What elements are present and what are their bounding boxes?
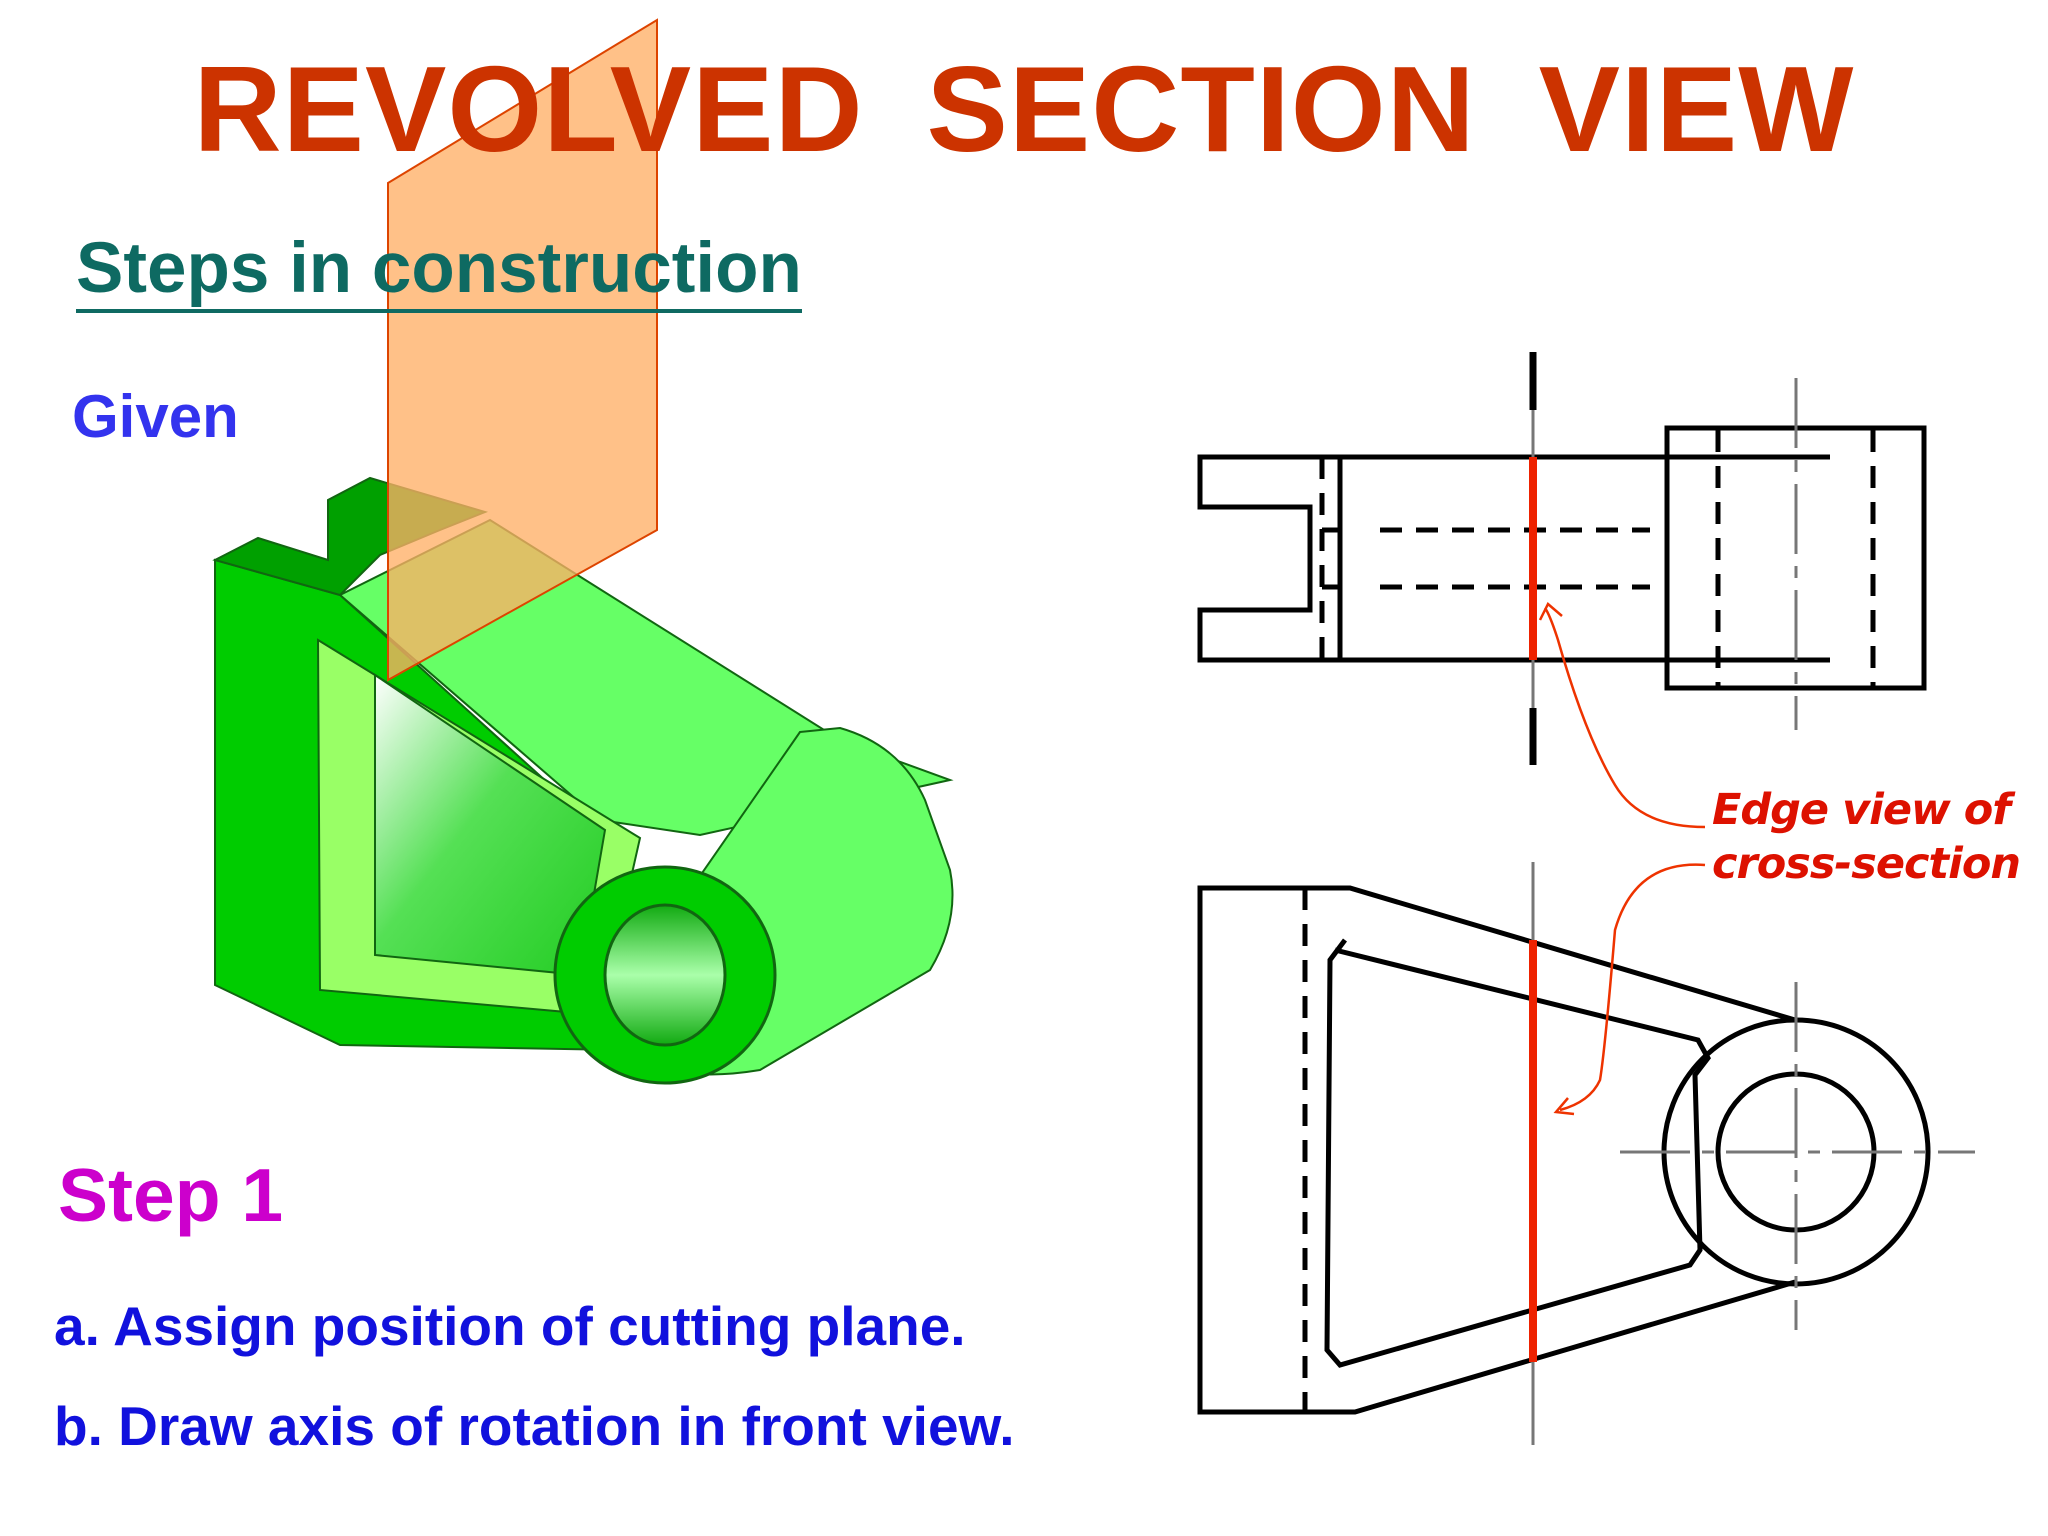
step-item-b: b. Draw axis of rotation in front view. (54, 1395, 1015, 1457)
callout-leaders (1538, 602, 1706, 1116)
section-subtitle: Steps in construction (76, 231, 802, 313)
callout-label-line1: Edge view of (1712, 785, 2011, 835)
cutting-plane (387, 18, 658, 682)
page-title: REVOLVED SECTION VIEW (193, 41, 1855, 177)
top-view (1197, 425, 1927, 691)
step-item-a: a. Assign position of cutting plane. (54, 1295, 966, 1357)
step-heading: Step 1 (58, 1153, 284, 1237)
callout-label-line2: cross-section (1712, 839, 2021, 889)
front-view (1197, 885, 1931, 1415)
part-boss-bore (603, 903, 727, 1047)
given-label: Given (72, 383, 239, 450)
center-lines (1531, 378, 1975, 1445)
